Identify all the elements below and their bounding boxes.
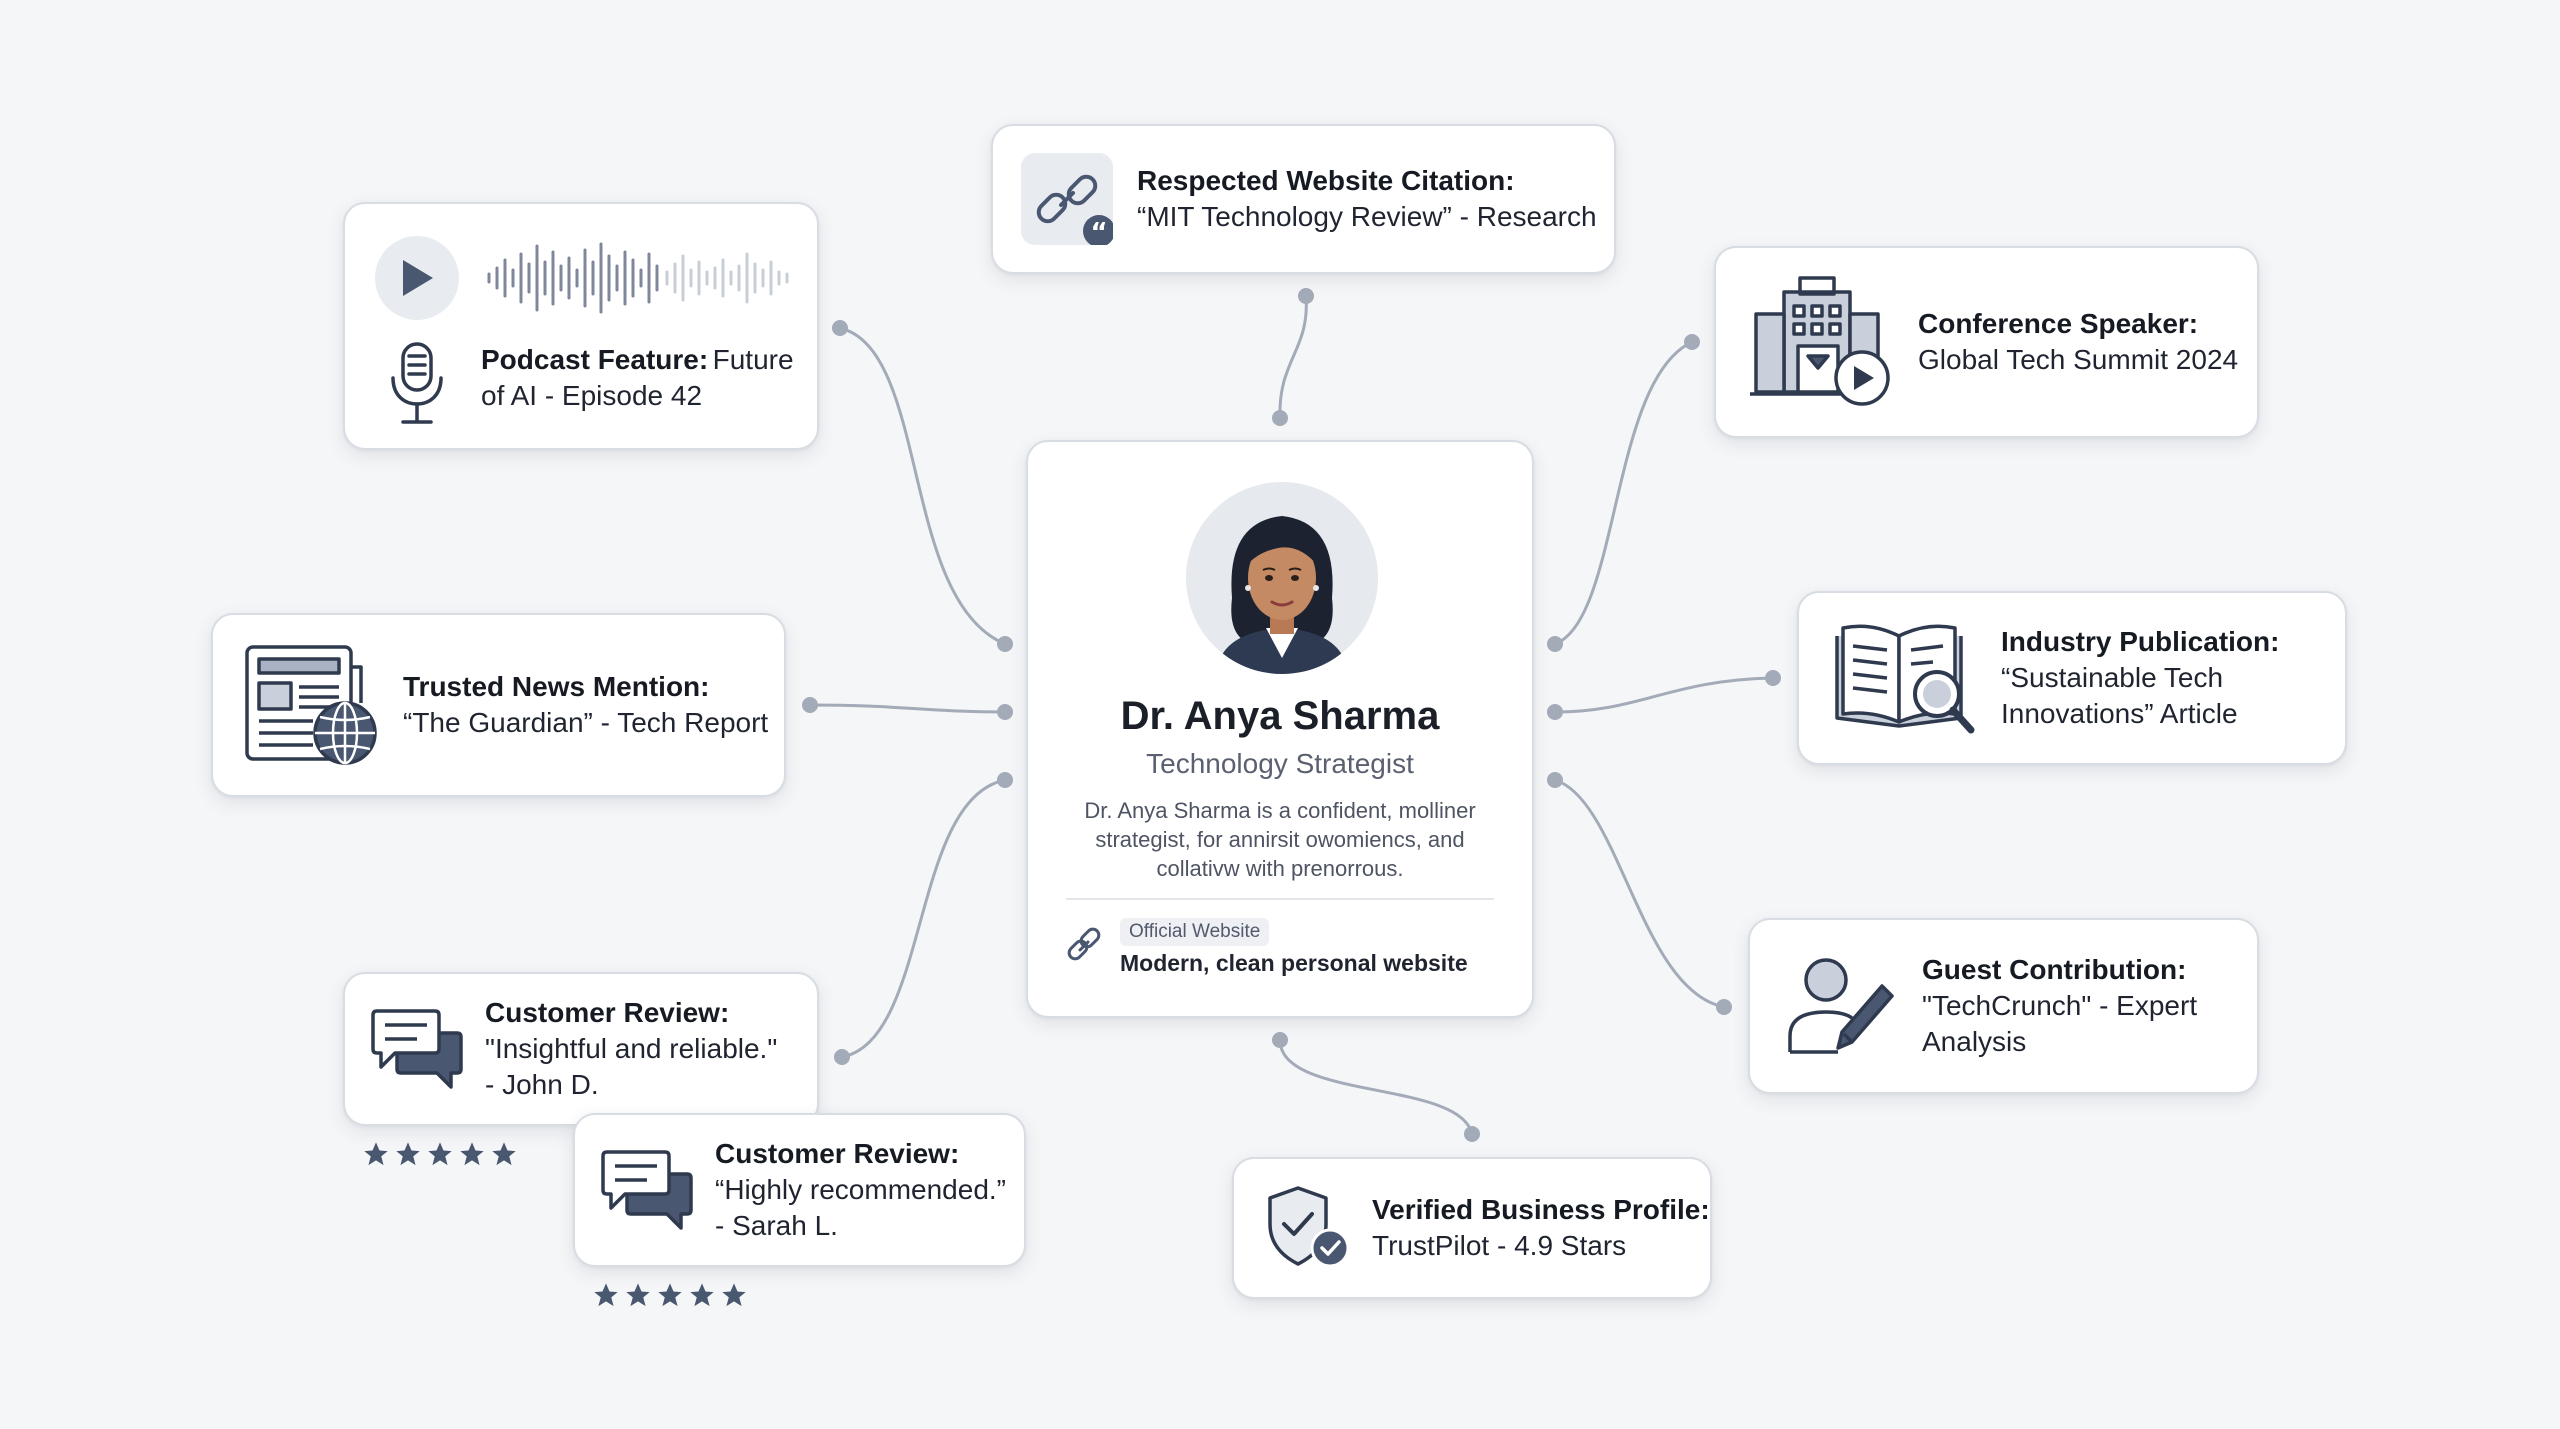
divider bbox=[1066, 898, 1494, 900]
review1-rating-stars bbox=[362, 1140, 518, 1168]
chat-bubbles-icon bbox=[371, 1009, 463, 1089]
star-icon bbox=[626, 1283, 650, 1307]
avatar bbox=[1186, 482, 1378, 674]
profile-role: Technology Strategist bbox=[1146, 748, 1414, 779]
star-icon bbox=[594, 1283, 618, 1307]
connector-publication bbox=[1554, 676, 1774, 714]
star-icon bbox=[428, 1142, 452, 1166]
review2-title: Customer Review: bbox=[715, 1138, 960, 1169]
connector-review bbox=[841, 778, 1006, 1059]
customer-review-card-1[interactable]: Customer Review: "Insightful and reliabl… bbox=[343, 972, 819, 1126]
play-icon bbox=[403, 260, 433, 296]
publication-subtitle-line2: Innovations” Article bbox=[2001, 698, 2238, 729]
connector-verified bbox=[1278, 1039, 1474, 1135]
publication-subtitle-line1: “Sustainable Tech bbox=[2001, 662, 2224, 693]
user-pen-icon bbox=[1788, 958, 1894, 1054]
customer-review-card-2[interactable]: Customer Review: “Highly recommended.” -… bbox=[573, 1113, 1026, 1267]
review1-quote: "Insightful and reliable." bbox=[485, 1033, 778, 1064]
star-icon bbox=[364, 1142, 388, 1166]
profile-card[interactable]: Dr. Anya Sharma Technology Strategist Dr… bbox=[1026, 440, 1534, 1018]
waveform-icon bbox=[487, 242, 789, 314]
connector-podcast bbox=[839, 326, 1006, 646]
podcast-feature-card[interactable]: Podcast Feature: Future of AI - Episode … bbox=[343, 202, 819, 450]
star-icon bbox=[690, 1283, 714, 1307]
website-citation-card[interactable]: “ Respected Website Citation: “MIT Techn… bbox=[991, 124, 1616, 274]
review1-title: Customer Review: bbox=[485, 997, 730, 1028]
review2-quote: “Highly recommended.” bbox=[715, 1174, 1006, 1205]
chat-bubbles-icon bbox=[601, 1150, 693, 1230]
guest-subtitle-line1: "TechCrunch" - Expert bbox=[1922, 990, 2198, 1021]
guest-title: Guest Contribution: bbox=[1922, 954, 2187, 985]
news-title: Trusted News Mention: bbox=[403, 671, 710, 702]
star-icon bbox=[722, 1283, 746, 1307]
publication-title: Industry Publication: bbox=[2001, 626, 2280, 657]
conference-speaker-card[interactable]: Conference Speaker: Global Tech Summit 2… bbox=[1714, 246, 2259, 438]
verified-title: Verified Business Profile: bbox=[1372, 1194, 1710, 1225]
citation-subtitle: “MIT Technology Review” - Research bbox=[1137, 201, 1597, 232]
guest-subtitle-line2: Analysis bbox=[1922, 1026, 2027, 1057]
star-icon bbox=[460, 1142, 484, 1166]
connector-citation bbox=[1278, 295, 1308, 419]
link-icon[interactable] bbox=[1064, 926, 1104, 966]
shield-check-icon bbox=[1268, 1186, 1350, 1268]
microphone-icon bbox=[391, 342, 443, 424]
website-link[interactable]: Modern, clean personal website bbox=[1120, 950, 1468, 976]
open-book-magnifier-icon bbox=[1835, 624, 1975, 734]
svg-text:“: “ bbox=[1090, 218, 1107, 245]
review2-author: - Sarah L. bbox=[715, 1210, 838, 1241]
connector-guest bbox=[1554, 778, 1725, 1009]
star-icon bbox=[396, 1142, 420, 1166]
person-avatar-icon bbox=[1216, 516, 1348, 674]
citation-title: Respected Website Citation: bbox=[1137, 165, 1515, 196]
news-mention-card[interactable]: Trusted News Mention: “The Guardian” - T… bbox=[211, 613, 786, 797]
official-website-badge: Official Website bbox=[1120, 918, 1270, 946]
connector-conference bbox=[1554, 340, 1693, 646]
profile-bio: Dr. Anya Sharma is a confident, molliner… bbox=[1084, 798, 1476, 881]
review2-rating-stars bbox=[592, 1281, 748, 1309]
profile-name: Dr. Anya Sharma bbox=[1120, 694, 1440, 738]
guest-contribution-card[interactable]: Guest Contribution: "TechCrunch" - Exper… bbox=[1748, 918, 2259, 1094]
link-quote-icon: “ bbox=[1036, 174, 1113, 245]
conference-subtitle: Global Tech Summit 2024 bbox=[1918, 344, 2239, 375]
connector-news bbox=[809, 703, 1006, 714]
building-video-icon bbox=[1750, 276, 1890, 406]
review1-author: - John D. bbox=[485, 1069, 599, 1100]
verified-subtitle: TrustPilot - 4.9 Stars bbox=[1372, 1230, 1627, 1261]
industry-publication-card[interactable]: Industry Publication: “Sustainable Tech … bbox=[1797, 591, 2347, 765]
conference-title: Conference Speaker: bbox=[1918, 308, 2199, 339]
star-icon bbox=[658, 1283, 682, 1307]
play-button[interactable] bbox=[375, 236, 459, 320]
podcast-title: Podcast Feature: bbox=[481, 344, 709, 375]
news-subtitle: “The Guardian” - Tech Report bbox=[403, 707, 769, 738]
podcast-subtitle: Future of AI - Episode 42 bbox=[481, 344, 794, 411]
newspaper-globe-icon bbox=[245, 645, 377, 765]
verified-business-profile-card[interactable]: Verified Business Profile: TrustPilot - … bbox=[1232, 1157, 1712, 1299]
star-icon bbox=[492, 1142, 516, 1166]
